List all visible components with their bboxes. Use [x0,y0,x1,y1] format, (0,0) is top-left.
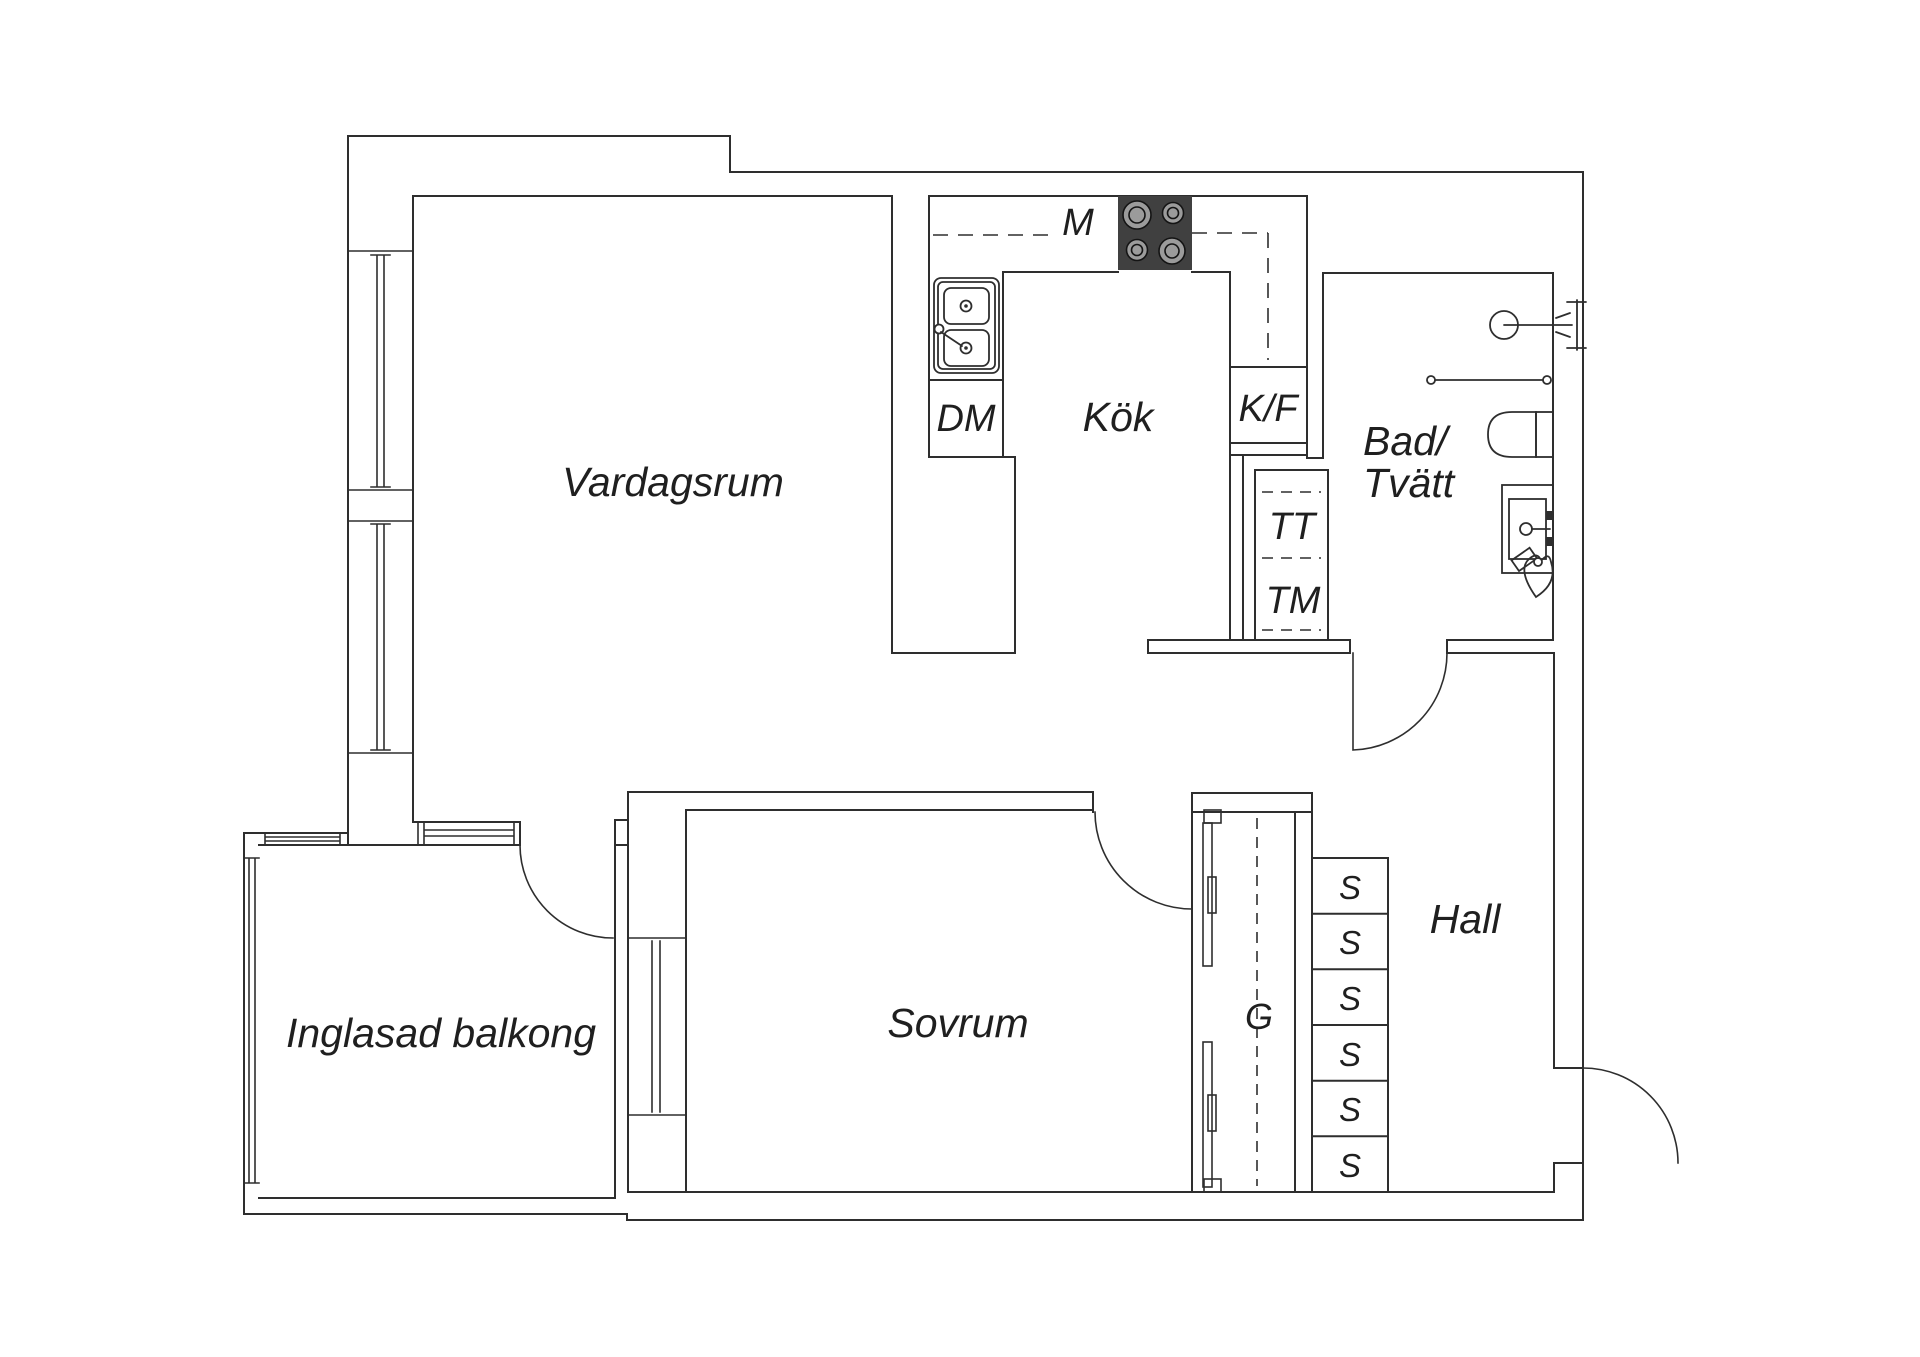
closet-label-4: S [1339,1036,1361,1073]
laundry-stack-outline [1254,469,1329,641]
bathroom-door [1352,652,1448,751]
upper-cabinets-dashed [933,232,1269,360]
balcony-door [519,844,614,939]
washbasin-icon [1501,484,1554,574]
fridge-freezer-label: K/F [1238,388,1299,430]
washing-machine-label: TM [1266,580,1321,622]
bathroom-fixtures [1262,299,1587,631]
doors [519,652,1679,1164]
bedroom-door [1094,811,1193,910]
wardrobe-fixtures [1202,809,1258,1193]
closet-label-6: S [1339,1147,1361,1184]
balcony-door-sidelight [417,821,515,846]
bathroom-label-line2: Tvätt [1363,460,1456,506]
sliding-doors-icon [1202,809,1222,1193]
bedroom-label: Sovrum [887,1000,1028,1046]
wardrobe-label: G [1245,996,1273,1037]
towel-rail-icon [1426,375,1552,385]
walls [243,135,1584,1221]
balcony-glazing-left [243,857,260,1184]
kitchen-label: Kök [1083,394,1156,440]
windows [243,250,687,1184]
bathroom-label-line1: Bad/ [1363,418,1451,464]
tumble-dryer-label: TT [1269,506,1318,548]
bedroom-window [627,937,687,1116]
toilet-icon [1487,411,1554,458]
closet-label-2: S [1339,924,1361,961]
entry-door [1582,1067,1679,1164]
labels: Vardagsrum Kök Sovrum Hall Inglasad balk… [286,202,1502,1184]
microwave-label: M [1062,202,1094,244]
hall-label: Hall [1430,896,1503,942]
stove-icon [1118,196,1192,270]
closet-label-3: S [1339,980,1361,1017]
kitchen-fixtures [933,196,1269,374]
sink-icon [933,277,1000,374]
living-room-window [347,250,414,754]
balcony-glazing-top [264,832,341,846]
closet-label-1: S [1339,869,1361,906]
balcony-label: Inglasad balkong [286,1010,596,1056]
laundry-stack-dashes [1262,491,1321,631]
closet-label-5: S [1339,1091,1361,1128]
living-room-label: Vardagsrum [562,459,784,505]
dishwasher-label: DM [936,398,995,440]
shower-mixer-icon [1489,299,1587,351]
plant-icon [1510,546,1554,599]
